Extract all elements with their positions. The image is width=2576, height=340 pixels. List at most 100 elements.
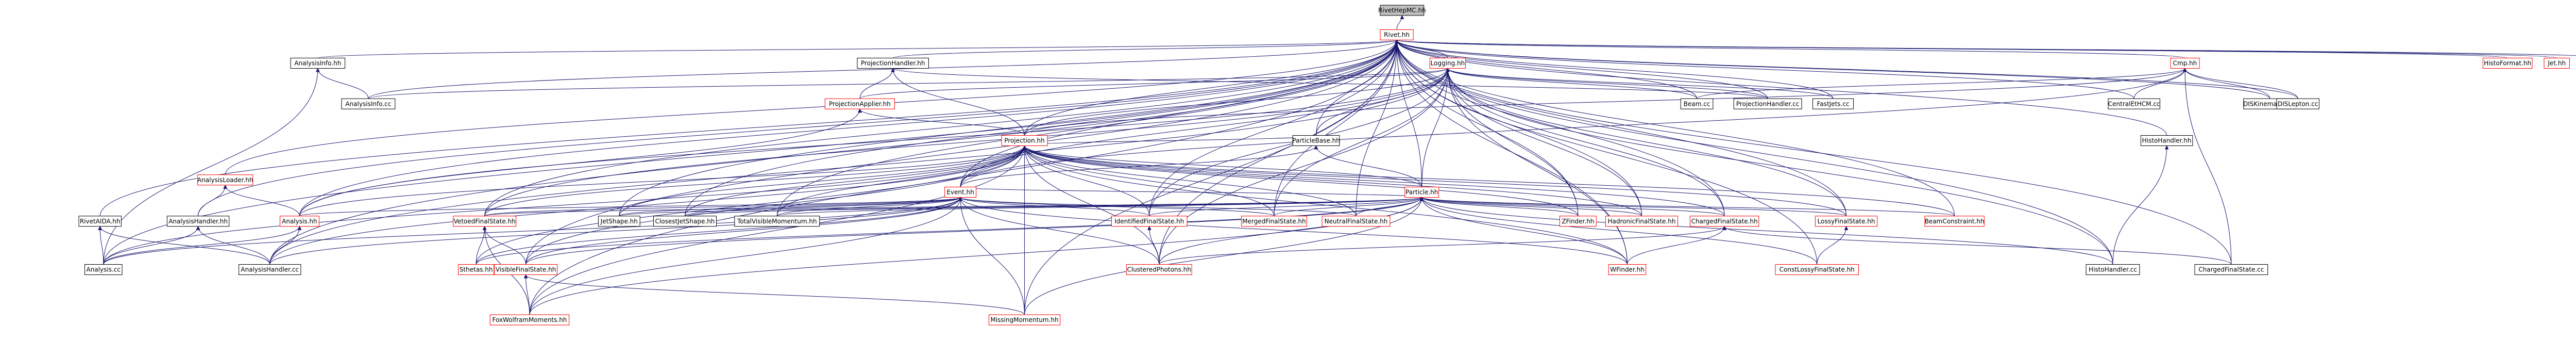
node-event[interactable]: Event.hh: [944, 187, 977, 198]
edge-Event-includes-Cmp: [960, 69, 2185, 187]
node-projection[interactable]: Projection.hh: [1001, 135, 1048, 146]
node-dislepton[interactable]: DISLepton.cc: [2276, 98, 2319, 109]
edge-NeutralFinalState-includes-Rivet: [1355, 40, 1397, 216]
node-label: ClusteredPhotons.hh: [1127, 266, 1191, 273]
node-logging[interactable]: Logging.hh: [1429, 58, 1466, 69]
node-clusteredphotons[interactable]: ClusteredPhotons.hh: [1126, 264, 1192, 275]
node-chargedfinalstate-cc[interactable]: ChargedFinalState.cc: [2194, 264, 2268, 275]
edge-VetoedFinalState-includes-Particle: [484, 197, 1422, 217]
node-constlossyfinalstate[interactable]: ConstLossyFinalState.hh: [1775, 264, 1859, 275]
node-cmp[interactable]: Cmp.hh: [2170, 58, 2200, 69]
edge-Particle-includes-ParticleBase: [1316, 145, 1422, 187]
node-rivetaida[interactable]: RivetAIDA.hh: [78, 216, 122, 227]
node-particlebase[interactable]: ParticleBase.hh: [1292, 135, 1340, 146]
edge-ChargedFinalState-includes-Projection: [1025, 146, 1725, 216]
node-analysishandler-cc[interactable]: AnalysisHandler.cc: [239, 264, 301, 275]
edge-LossyFinalState-includes-Rivet: [1397, 40, 1847, 216]
node-analysisinfo-hh[interactable]: AnalysisInfo.hh: [290, 58, 346, 69]
node-label: MissingMomentum.hh: [990, 316, 1058, 323]
node-sphericity[interactable]: Sthetas.hh: [458, 264, 495, 275]
edge-VisibleFinalState-includes-Event: [526, 198, 961, 265]
node-missingmomentum[interactable]: MissingMomentum.hh: [988, 314, 1061, 326]
edge-MergedFinalState-includes-Particle: [1274, 197, 1422, 217]
node-box: [1924, 216, 1985, 227]
node-box: [1380, 5, 1425, 16]
node-zfinder[interactable]: ZFinder.hh: [1559, 216, 1597, 227]
edge-Cmp-includes-Rivet: [1397, 40, 2185, 58]
edge-CentralEtHCM-includes-Rivet: [1397, 40, 2134, 99]
node-analysisinfo-cc[interactable]: AnalysisInfo.cc: [341, 98, 396, 109]
node-label: DISLepton.cc: [2278, 100, 2318, 107]
node-box: [824, 98, 895, 109]
node-closestjetshape[interactable]: ClosestJetShape.hh: [653, 216, 717, 227]
node-foxwolframmoments[interactable]: FoxWolframMoments.hh: [489, 314, 570, 326]
node-hadronicfinalstate[interactable]: HadronicFinalState.hh: [1605, 216, 1679, 227]
node-vetoedfinalstate[interactable]: VetoedFinalState.hh: [453, 216, 517, 227]
edges-layer: [100, 15, 2576, 315]
edge-TotalVisibleMomentum-includes-Projection: [776, 146, 1024, 216]
node-box: [2108, 98, 2160, 109]
node-projectionhandler-cc[interactable]: ProjectionHandler.cc: [1733, 98, 1802, 109]
node-mergedfinalstate[interactable]: MergedFinalState.hh: [1241, 216, 1307, 227]
node-label: HistoHandler.cc: [2089, 266, 2137, 273]
node-box: [598, 216, 640, 227]
node-box: [1812, 98, 1854, 109]
node-wfinder[interactable]: WFinder.hh: [1608, 264, 1647, 275]
edge-Event-includes-Particle: [960, 187, 1422, 198]
edge-ClosestJetShape-includes-Event: [684, 197, 960, 217]
node-projectionapplier[interactable]: ProjectionApplier.hh: [824, 98, 895, 109]
edge-Analysis_cc-includes-AnalysisInfo_hh: [103, 69, 318, 265]
node-label: Projection.hh: [1004, 137, 1044, 144]
node-rivet[interactable]: Rivet.hh: [1380, 29, 1414, 40]
node-analysis-cc[interactable]: Analysis.cc: [84, 264, 123, 275]
edge-ClosestJetShape-includes-Rivet: [684, 40, 1397, 216]
node-label: ZFinder.hh: [1562, 218, 1594, 225]
node-label: Sthetas.hh: [460, 266, 493, 273]
edge-Beam_cc-includes-Rivet: [1397, 40, 1698, 99]
edge-ChargedFinalState_cc-includes-Rivet: [1397, 40, 2232, 265]
node-lossyfinalstate[interactable]: LossyFinalState.hh: [1815, 216, 1878, 227]
edge-AnalysisHandler_cc-includes-Rivet: [269, 40, 1397, 265]
edge-WFinder-includes-ChargedFinalState: [1626, 226, 1724, 265]
node-jetshape[interactable]: JetShape.hh: [598, 216, 640, 227]
node-histoformat[interactable]: HistoFormat.hh: [2482, 58, 2533, 69]
node-neutralfinalstate[interactable]: NeutralFinalState.hh: [1321, 216, 1391, 227]
node-label: HistoHandler.hh: [2142, 137, 2192, 144]
node-box: [734, 216, 820, 227]
node-analysis-hh[interactable]: Analysis.hh: [280, 216, 319, 227]
node-label: Beam.cc: [1684, 100, 1710, 107]
edge-Rivet-includes-RivetHepMC: [1396, 15, 1402, 30]
node-centralethcm[interactable]: CentralEtHCM.cc: [2108, 98, 2160, 109]
edge-Analysis_hh-includes-Rivet: [299, 40, 1397, 216]
node-analysisloader[interactable]: AnalysisLoader.hh: [197, 174, 253, 186]
node-beamconstraint[interactable]: BeamConstraint.hh: [1924, 216, 1985, 227]
node-fastjets-cc[interactable]: FastJets.cc: [1812, 98, 1854, 109]
node-projectionhandler-hh[interactable]: ProjectionHandler.hh: [857, 58, 929, 69]
node-histohandler-cc[interactable]: HistoHandler.cc: [2086, 264, 2140, 275]
edge-MergedFinalState-includes-Rivet: [1274, 40, 1397, 216]
node-label: Rivet.hh: [1384, 31, 1410, 39]
edge-FoxWolframMoments-includes-Event: [529, 198, 960, 315]
edge-JetShape-includes-Event: [619, 197, 960, 217]
edge-Projection-includes-ProjectionHandler_hh: [893, 69, 1025, 136]
node-analysishandler-hh[interactable]: AnalysisHandler.hh: [166, 216, 230, 227]
node-visiblefinalstate[interactable]: VisibleFinalState.hh: [494, 264, 557, 275]
edge-WFinder-includes-Particle: [1422, 198, 1628, 265]
node-chargedfinalstate[interactable]: ChargedFinalState.hh: [1689, 216, 1759, 227]
node-box: [988, 314, 1061, 326]
node-label: AnalysisInfo.hh: [294, 60, 341, 67]
node-beam-cc[interactable]: Beam.cc: [1680, 98, 1714, 109]
node-jet[interactable]: Jet.hh: [2544, 58, 2570, 69]
edge-VisibleFinalState-includes-Projection: [526, 146, 1025, 265]
node-totalvisiblemomentum[interactable]: TotalVisibleMomentum.hh: [734, 216, 820, 227]
node-label: Logging.hh: [1431, 60, 1465, 67]
node-particle[interactable]: Particle.hh: [1404, 187, 1439, 198]
node-box: [1605, 216, 1679, 227]
node-box: [2544, 58, 2570, 69]
node-box: [494, 264, 557, 275]
edge-Particle-includes-Projection: [1025, 145, 1422, 187]
node-identifiedfinalstate[interactable]: IdentifiedFinalState.hh: [1111, 216, 1188, 227]
node-histohandler-hh[interactable]: HistoHandler.hh: [2140, 135, 2193, 146]
node-box: [2194, 264, 2268, 275]
edge-AnalysisHandler_cc-includes-Projection: [269, 146, 1025, 265]
